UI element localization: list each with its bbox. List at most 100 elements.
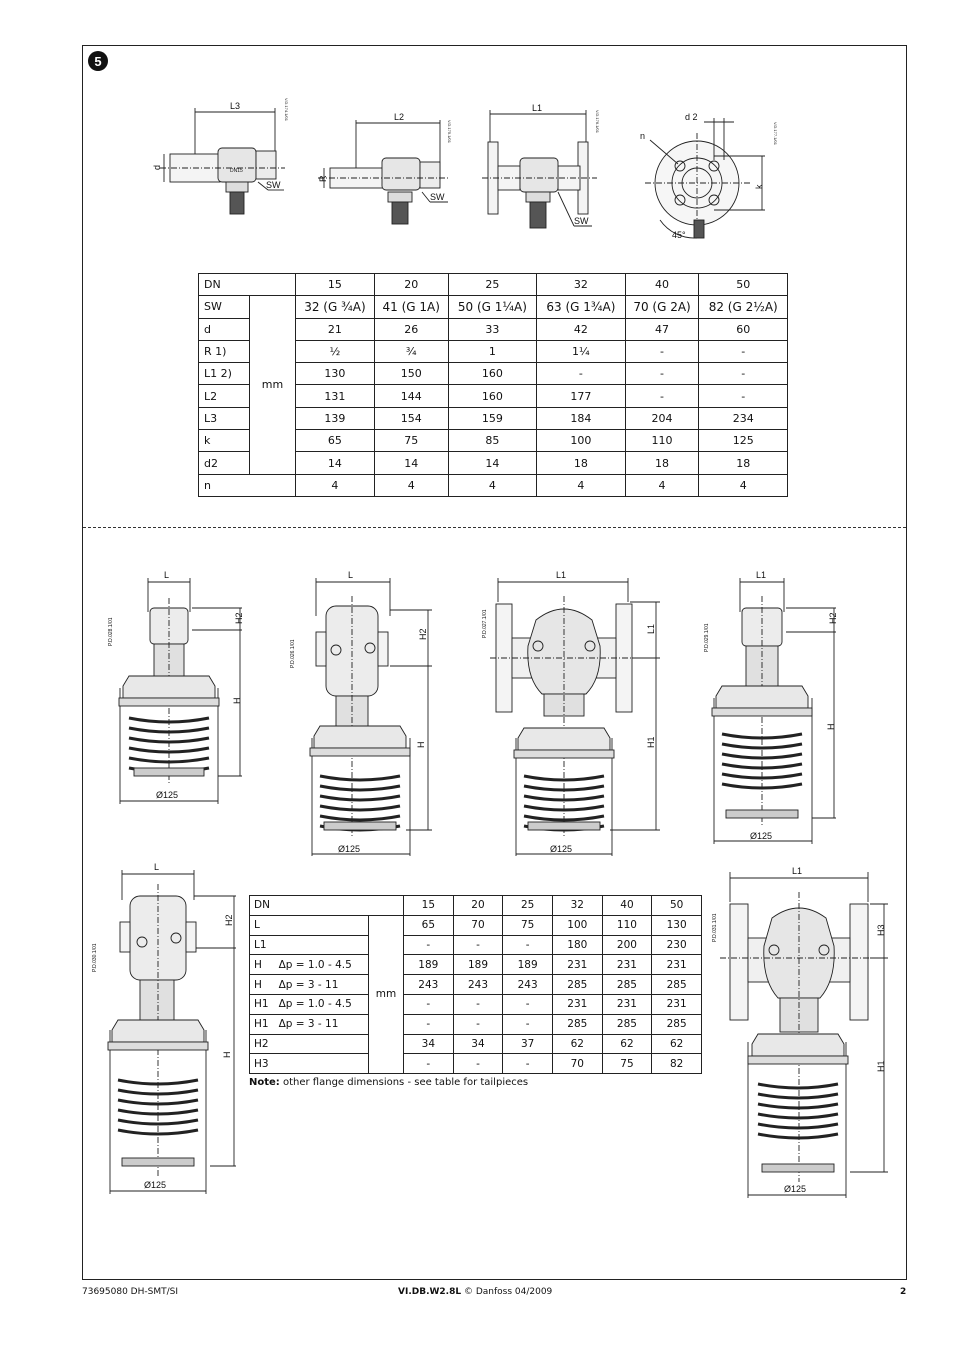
table-cell: 159 — [447, 406, 538, 431]
table-cell: 110 — [624, 429, 700, 453]
row-label: SW — [198, 295, 250, 319]
table-cell: - — [502, 1013, 553, 1035]
dim-label-h: H — [222, 1052, 232, 1059]
table-cell: 150 — [373, 362, 449, 386]
table-cell: 62 — [651, 1033, 702, 1055]
drawing-ref: P.D.029.1/01 — [704, 623, 710, 652]
table-cell: - — [403, 1053, 454, 1075]
note-text: other flange dimensions - see table for … — [279, 1077, 529, 1088]
dim-label-h2: H2 — [234, 612, 244, 624]
footer-doc-code: VI.DB.W2.8L — [398, 1287, 462, 1297]
table-cell: 75 — [373, 429, 449, 453]
table-cell: DN — [198, 272, 296, 297]
row-label: R 1) — [198, 339, 250, 364]
table-cell: - — [624, 339, 700, 364]
table-cell: 231 — [651, 954, 702, 976]
table-cell: 285 — [601, 1013, 653, 1035]
table-cell: 4 — [624, 473, 700, 497]
table-cell: - — [403, 934, 454, 956]
dim-label-h1: H1 — [646, 736, 656, 748]
dim-label-l1: L1 — [756, 570, 766, 580]
valve-drawing-flanged: L1 L1 H1 Ø125 P.D.027.1/01 — [482, 570, 660, 856]
table-cell: 144 — [373, 384, 449, 408]
table-cell: 82 — [651, 1053, 702, 1075]
table-cell: 85 — [447, 429, 538, 453]
table-cell: 18 — [698, 451, 788, 475]
row-label: n — [198, 473, 296, 497]
table-row: H Δp = 1.0 - 4.5 189 189 189 231 231 231 — [249, 954, 702, 976]
table-cell: - — [698, 339, 788, 364]
dim-label-l1: L1 — [532, 103, 542, 113]
row-label: L1 2) — [198, 362, 250, 386]
table-cell: 15 — [295, 272, 375, 297]
table-cell: 70 (G 2A) — [624, 295, 700, 319]
table-cell: 21 — [295, 317, 375, 341]
dim-label-h1: H1 — [876, 1060, 886, 1072]
table-cell: 139 — [295, 406, 375, 431]
table-cell: 130 — [651, 914, 702, 936]
valve-drawing-dn15-variant: L1 H2 H Ø125 P.D.029.1/01 — [704, 570, 838, 844]
footer-doc-number: 73695080 DH-SMT/SI — [82, 1287, 178, 1297]
drawing-ref: V.D.177.1/01 — [773, 122, 778, 146]
dim-label-dia: Ø125 — [784, 1184, 806, 1194]
table-note: Note: other flange dimensions - see tabl… — [249, 1077, 528, 1088]
tailpiece-dimensions-table: DN 15 20 25 32 40 50 SW mm 32 (G ¾A) 41 … — [198, 272, 788, 497]
footer-center: VI.DB.W2.8L © Danfoss 04/2009 — [398, 1287, 552, 1297]
table-cell: 1 — [447, 339, 538, 364]
table-cell: 70 — [452, 914, 504, 936]
dim-label-sw: SW — [430, 192, 445, 202]
table-row: H2 34 34 37 62 62 62 — [249, 1033, 702, 1055]
table-cell: 231 — [651, 993, 702, 1015]
table-cell: - — [536, 362, 626, 386]
table-cell: 285 — [651, 974, 702, 995]
table-cell: - — [403, 1013, 454, 1035]
table-cell: - — [452, 993, 504, 1015]
table-cell: 204 — [624, 406, 700, 431]
table-row: L mm 65 70 75 100 110 130 — [249, 914, 702, 1075]
table-cell: 100 — [536, 429, 626, 453]
table-cell: - — [452, 1053, 504, 1075]
table-cell: 40 — [601, 895, 653, 916]
table-cell: - — [624, 362, 700, 386]
drawing-ref: P.D.027.1/01 — [482, 609, 488, 638]
table-cell: 243 — [502, 974, 553, 995]
dim-label-dia: Ø125 — [144, 1180, 166, 1190]
table-cell: 154 — [373, 406, 449, 431]
table-cell: - — [502, 934, 553, 956]
valve-drawing-dn15-threaded: L H2 H Ø125 P.D.028.1/01 — [108, 570, 244, 804]
table-cell: 25 — [447, 272, 538, 297]
table-row: L1 2) 130 150 160 - - - — [198, 362, 788, 386]
table-cell: 63 (G 1¾A) — [536, 295, 626, 319]
table-cell: 4 — [447, 473, 538, 497]
table-cell: - — [452, 1013, 504, 1035]
dim-label-h2: H2 — [828, 612, 838, 624]
table-cell: 25 — [502, 895, 553, 916]
valve-drawing-flanged-large: L1 H3 H1 Ø125 P.D.031.1/01 — [712, 866, 888, 1198]
table-cell: 75 — [502, 914, 553, 936]
dim-label-l1: L1 — [646, 624, 656, 634]
table-cell: 4 — [536, 473, 626, 497]
dim-label-n: n — [640, 131, 645, 141]
dim-label-h2: H2 — [418, 628, 428, 640]
row-label: d — [198, 317, 250, 341]
table-cell: 70 — [551, 1053, 603, 1075]
table-cell: 62 — [601, 1033, 653, 1055]
tailpiece-drawing-weld: L2 R SW V.D.175.1/01 — [318, 112, 452, 225]
dim-label-sw: SW — [266, 180, 281, 190]
row-label: L2 — [198, 384, 250, 408]
section-divider — [83, 527, 906, 528]
drawing-ref: V.D.174.1/01 — [284, 98, 289, 122]
dim-label-l: L — [154, 862, 159, 872]
unit-cell: mm — [249, 295, 296, 475]
dim-label-r: R — [318, 175, 328, 182]
table-row: SW mm 32 (G ¾A) 41 (G 1A) 50 (G 1¼A) 63 … — [198, 295, 788, 475]
drawing-ref: V.D.176.1/01 — [595, 110, 600, 134]
table-cell: - — [502, 993, 553, 1015]
table-cell: DN — [249, 895, 404, 916]
table-cell: 62 — [551, 1033, 603, 1055]
table-cell: 131 — [295, 384, 375, 408]
valve-drawing-dn25: L H2 H Ø125 P.D.030.1/01 — [92, 862, 236, 1194]
table-cell: 4 — [373, 473, 449, 497]
row-label: L3 — [198, 406, 250, 431]
tailpiece-drawing-flange: L1 SW V.D.176.1/01 — [482, 103, 600, 229]
